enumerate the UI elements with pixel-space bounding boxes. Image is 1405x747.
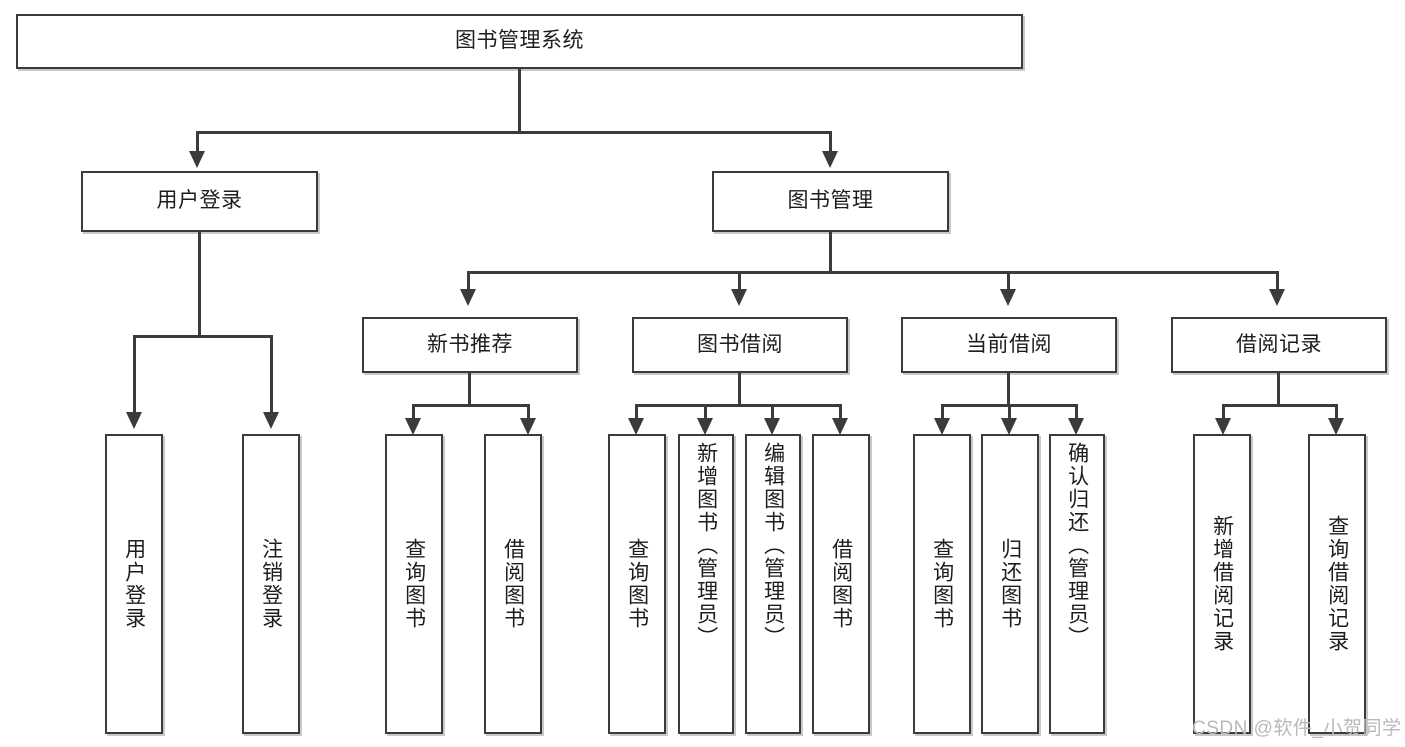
node-book-manage-label: 图书管理 bbox=[787, 189, 874, 213]
leaf-borrow-record-query[interactable]: 查询借阅记录 bbox=[1308, 434, 1366, 734]
connector-book-manage-to-current-borrow bbox=[1007, 271, 1010, 291]
node-user-login[interactable]: 用户登录 bbox=[81, 171, 318, 232]
connector-user-login-to-leaf-2 bbox=[270, 335, 273, 415]
leaf-book-borrow-add[interactable]: 新增图书（管理员） bbox=[678, 434, 734, 734]
connector-book-borrow-to-leaf-2 bbox=[704, 404, 707, 420]
connector-user-login-bus bbox=[133, 335, 273, 338]
leaf-current-borrow-query-label: 查询图书 bbox=[930, 538, 954, 630]
connector-current-borrow-stem bbox=[1007, 373, 1010, 406]
node-book-manage[interactable]: 图书管理 bbox=[712, 171, 949, 232]
connector-user-login-to-leaf-1 bbox=[133, 335, 136, 415]
leaf-new-book-query-label: 查询图书 bbox=[402, 538, 426, 630]
connector-book-manage-stem bbox=[829, 232, 832, 273]
arrow-book-borrow-to-leaf-4 bbox=[832, 418, 848, 435]
node-root-label: 图书管理系统 bbox=[455, 29, 584, 53]
connector-book-manage-to-book-borrow bbox=[738, 271, 741, 291]
arrow-book-borrow-to-leaf-3 bbox=[764, 418, 780, 435]
leaf-current-borrow-query[interactable]: 查询图书 bbox=[913, 434, 971, 734]
node-new-book-recommend-label: 新书推荐 bbox=[427, 332, 513, 356]
leaf-user-login-login-label: 用户登录 bbox=[122, 538, 146, 630]
arrow-new-book-to-leaf-1 bbox=[405, 418, 421, 435]
node-current-borrow-label: 当前借阅 bbox=[966, 332, 1052, 356]
arrow-book-manage-to-borrow-record bbox=[1269, 289, 1285, 306]
arrow-borrow-record-to-leaf-2 bbox=[1328, 418, 1344, 435]
connector-book-borrow-stem bbox=[738, 373, 741, 406]
connector-book-borrow-to-leaf-1 bbox=[635, 404, 638, 420]
arrow-book-borrow-to-leaf-2 bbox=[697, 418, 713, 435]
arrow-root-to-book-manage bbox=[822, 151, 838, 168]
connector-book-borrow-bus bbox=[635, 404, 841, 407]
connector-book-manage-to-new-book bbox=[467, 271, 470, 291]
connector-new-book-stem bbox=[468, 373, 471, 406]
leaf-book-borrow-borrow-label: 借阅图书 bbox=[829, 538, 853, 630]
connector-book-manage-bus bbox=[467, 271, 1279, 274]
arrow-current-borrow-to-leaf-2 bbox=[1001, 418, 1017, 435]
node-user-login-label: 用户登录 bbox=[156, 189, 243, 213]
node-new-book-recommend[interactable]: 新书推荐 bbox=[362, 317, 578, 373]
connector-new-book-bus bbox=[412, 404, 530, 407]
leaf-book-borrow-query-label: 查询图书 bbox=[625, 538, 649, 630]
leaf-borrow-record-add-label: 新增借阅记录 bbox=[1210, 515, 1234, 653]
connector-current-borrow-to-leaf-3 bbox=[1075, 404, 1078, 420]
arrow-current-borrow-to-leaf-1 bbox=[934, 418, 950, 435]
connector-book-borrow-to-leaf-4 bbox=[839, 404, 842, 420]
leaf-book-borrow-borrow[interactable]: 借阅图书 bbox=[812, 434, 870, 734]
connector-new-book-to-leaf-1 bbox=[412, 404, 415, 420]
connector-new-book-to-leaf-2 bbox=[527, 404, 530, 420]
leaf-book-borrow-edit-label: 编辑图书（管理员） bbox=[761, 442, 785, 649]
arrow-user-login-to-leaf-2 bbox=[263, 412, 279, 429]
leaf-user-login-login[interactable]: 用户登录 bbox=[105, 434, 163, 734]
leaf-user-login-logout[interactable]: 注销登录 bbox=[242, 434, 300, 734]
connector-book-manage-to-borrow-record bbox=[1276, 271, 1279, 291]
leaf-borrow-record-add[interactable]: 新增借阅记录 bbox=[1193, 434, 1251, 734]
leaf-book-borrow-add-label: 新增图书（管理员） bbox=[694, 442, 718, 649]
leaf-book-borrow-edit[interactable]: 编辑图书（管理员） bbox=[745, 434, 801, 734]
connector-current-borrow-to-leaf-1 bbox=[941, 404, 944, 420]
leaf-current-borrow-confirm-label: 确认归还（管理员） bbox=[1065, 442, 1089, 649]
leaf-new-book-query[interactable]: 查询图书 bbox=[385, 434, 443, 734]
leaf-user-login-logout-label: 注销登录 bbox=[259, 538, 283, 630]
arrow-book-borrow-to-leaf-1 bbox=[628, 418, 644, 435]
leaf-new-book-borrow-label: 借阅图书 bbox=[501, 538, 525, 630]
connector-book-borrow-to-leaf-3 bbox=[771, 404, 774, 420]
arrow-user-login-to-leaf-1 bbox=[126, 412, 142, 429]
connector-borrow-record-to-leaf-1 bbox=[1222, 404, 1225, 420]
node-current-borrow[interactable]: 当前借阅 bbox=[901, 317, 1117, 373]
node-borrow-record-label: 借阅记录 bbox=[1236, 332, 1322, 356]
node-borrow-record[interactable]: 借阅记录 bbox=[1171, 317, 1387, 373]
arrow-book-manage-to-current-borrow bbox=[1000, 289, 1016, 306]
connector-current-borrow-to-leaf-2 bbox=[1008, 404, 1011, 420]
connector-user-login-stem bbox=[198, 232, 201, 337]
arrow-new-book-to-leaf-2 bbox=[520, 418, 536, 435]
node-root[interactable]: 图书管理系统 bbox=[16, 14, 1023, 69]
arrow-book-manage-to-new-book bbox=[460, 289, 476, 306]
connector-root-stem bbox=[518, 69, 521, 133]
connector-root-bus bbox=[196, 131, 832, 134]
arrow-current-borrow-to-leaf-3 bbox=[1068, 418, 1084, 435]
arrow-borrow-record-to-leaf-1 bbox=[1215, 418, 1231, 435]
leaf-book-borrow-query[interactable]: 查询图书 bbox=[608, 434, 666, 734]
connector-borrow-record-stem bbox=[1277, 373, 1280, 406]
connector-borrow-record-to-leaf-2 bbox=[1335, 404, 1338, 420]
leaf-current-borrow-return[interactable]: 归还图书 bbox=[981, 434, 1039, 734]
leaf-new-book-borrow[interactable]: 借阅图书 bbox=[484, 434, 542, 734]
leaf-current-borrow-return-label: 归还图书 bbox=[998, 538, 1022, 630]
arrow-book-manage-to-book-borrow bbox=[731, 289, 747, 306]
leaf-current-borrow-confirm[interactable]: 确认归还（管理员） bbox=[1049, 434, 1105, 734]
connector-root-to-user-login bbox=[196, 131, 199, 153]
node-book-borrow[interactable]: 图书借阅 bbox=[632, 317, 848, 373]
connector-borrow-record-bus bbox=[1222, 404, 1338, 407]
arrow-root-to-user-login bbox=[189, 151, 205, 168]
node-book-borrow-label: 图书借阅 bbox=[697, 332, 783, 356]
connector-root-to-book-manage bbox=[829, 131, 832, 153]
leaf-borrow-record-query-label: 查询借阅记录 bbox=[1325, 515, 1349, 653]
